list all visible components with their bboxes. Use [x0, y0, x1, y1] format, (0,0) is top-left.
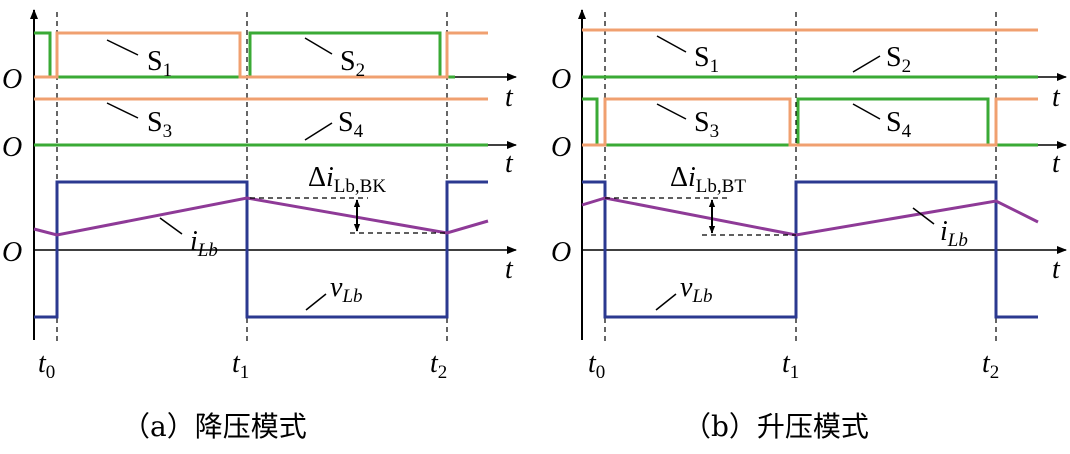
- panel-a-vlb-wave: [34, 180, 488, 319]
- panel-b-s2-leader: [852, 55, 881, 73]
- panel-a-t1-label: t1: [232, 348, 249, 383]
- panel-b-origin-2: O: [551, 132, 571, 163]
- panel-a-s1-label: S1: [147, 46, 172, 81]
- panel-b-ilb-leader: [912, 207, 935, 225]
- panel-a-origin-3: O: [2, 237, 22, 268]
- panel-a-vlb-label: vLb: [330, 272, 363, 307]
- panel-a: O O O t t t S1 S2 S3 S4 ΔiLb,BK iLb vLb …: [2, 9, 517, 383]
- panel-b-s3-leader: [656, 103, 687, 120]
- panel-a-s1-leader: [106, 39, 139, 56]
- panel-a-vlb-leader: [305, 293, 327, 311]
- panel-b-axis-label-2: t: [1052, 148, 1061, 179]
- panel-b: O O O t t t S1 S2 S3 S4 ΔiLb,BT iLb vLb …: [551, 9, 1067, 383]
- panel-a-axis-label-3: t: [505, 254, 514, 285]
- panel-a-ilb-wave: [33, 196, 489, 237]
- panel-a-origin-1: O: [2, 64, 22, 95]
- panel-a-s4-label: S4: [338, 107, 364, 142]
- panel-a-origin-2: O: [2, 132, 22, 163]
- panel-b-s3-label: S3: [694, 107, 719, 142]
- panel-a-ilb-label: iLb: [190, 226, 218, 261]
- panel-b-s4-leader: [852, 103, 881, 120]
- panel-a-ilb-leader: [159, 217, 183, 235]
- panel-a-s4-leader: [304, 122, 333, 141]
- panel-b-s3-wave: [582, 97, 1038, 147]
- panel-b-ripple-label: ΔiLb,BT: [670, 162, 746, 197]
- panel-a-ripple-label: ΔiLb,BK: [308, 162, 386, 197]
- panel-b-caption: （b）升压模式: [683, 410, 869, 443]
- panel-a-s2-wave: [34, 31, 455, 79]
- panel-b-vlb-label: vLb: [680, 272, 713, 307]
- panel-a-caption: （a）降压模式: [122, 410, 307, 443]
- panel-b-origin-1: O: [551, 64, 571, 95]
- panel-b-ilb-label: iLb: [940, 216, 968, 251]
- panel-a-s1-wave: [34, 31, 488, 79]
- panel-b-t1-label: t1: [782, 348, 799, 383]
- panel-a-axis-label-1: t: [505, 82, 514, 113]
- panel-b-axis-label-3: t: [1052, 254, 1061, 285]
- panel-b-t2-label: t2: [982, 348, 999, 383]
- panel-b-t0-label: t0: [588, 348, 605, 383]
- panel-b-origin-3: O: [551, 237, 571, 268]
- panel-b-ilb-wave: [581, 196, 1039, 237]
- panel-b-vlb-leader: [655, 293, 677, 311]
- panel-a-s2-leader: [304, 37, 333, 55]
- panel-b-s2-label: S2: [886, 42, 911, 77]
- panel-b-s4-wave: [582, 97, 1038, 147]
- panel-a-s3-label: S3: [147, 107, 172, 142]
- panel-b-s1-label: S1: [694, 42, 719, 77]
- panel-b-vlb-wave: [582, 180, 1038, 319]
- panel-b-s1-leader: [656, 35, 687, 53]
- panel-a-axis-label-2: t: [505, 148, 514, 179]
- panel-b-s4-label: S4: [886, 107, 912, 142]
- panel-b-axis-label-1: t: [1052, 82, 1061, 113]
- panel-a-t2-label: t2: [430, 348, 447, 383]
- panel-a-t0-label: t0: [38, 348, 55, 383]
- panel-a-s2-label: S2: [340, 46, 365, 81]
- panel-a-s3-leader: [106, 102, 139, 119]
